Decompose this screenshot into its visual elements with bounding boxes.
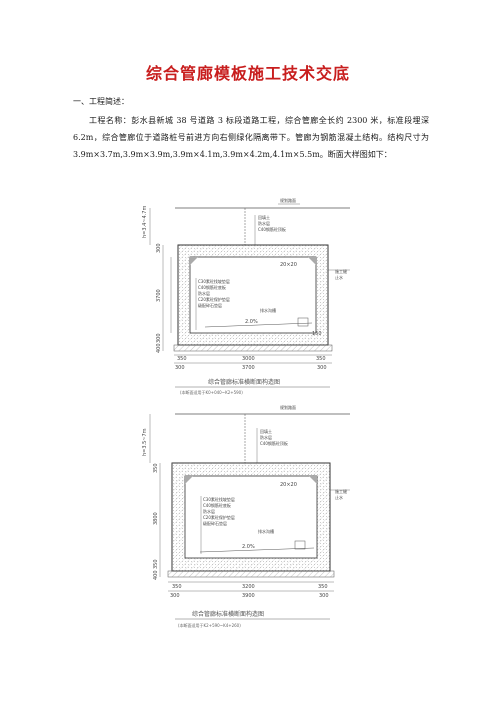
layer-label-top-3: C40钢筋砼顶板: [258, 226, 286, 232]
layer-label-top-3: C40钢筋砼顶板: [260, 440, 288, 446]
layer-label-bottom-4: C20素砼保护垫层: [203, 514, 235, 520]
layer-label-bottom-2: C40钢筋砼底板: [203, 502, 231, 508]
drain-label: 排水沟槽: [260, 307, 276, 313]
dim-bottom-outer-1: 300: [170, 593, 180, 599]
slope-label: 2.0%: [242, 544, 255, 550]
figure-2-subcaption: (本断面适用于K2+590~K4+260): [178, 622, 241, 628]
layer-label-bottom-4: C20素砼保护垫层: [198, 296, 230, 302]
slope-label: 2.0%: [245, 319, 258, 325]
layer-label-top-1: 回填土: [260, 428, 272, 434]
construction-joint-label: 施工缝: [335, 488, 347, 494]
document-title: 综合管廊模板施工技术交底: [145, 64, 350, 83]
dim-bottom-inner-1: 350: [172, 584, 182, 590]
drain-label: 排水沟槽: [258, 528, 274, 534]
dim-side-2: 3800: [153, 512, 159, 525]
layer-label-top-1: 回填土: [258, 214, 270, 220]
cross-section-figure-1: 规划路面 回填土 防水层 C40钢筋砼顶板 20×20 C30素砼找坡垫层 C4…: [130, 190, 370, 405]
dim-bottom-inner-2: 3200: [242, 584, 255, 590]
dim-bottom-outer-3: 300: [319, 593, 329, 599]
road-surface-label: 规划路面: [280, 404, 296, 410]
base-layer: [167, 570, 335, 578]
layer-label-bottom-1: C30素砼找坡垫层: [203, 496, 235, 502]
layer-label-bottom-5: 级配碎石垫层: [198, 302, 222, 308]
dim-bottom-outer-1: 300: [175, 365, 185, 371]
dim-150: 150: [312, 331, 322, 337]
dim-side-1: 350: [153, 463, 159, 473]
base-layer: [173, 344, 333, 352]
figure-2-caption: 综合管廊标准横断面构造图: [192, 610, 264, 618]
dim-bottom-inner-3: 350: [318, 584, 328, 590]
dim-bottom-outer-2: 3700: [242, 365, 255, 371]
dim-bottom-inner-2: 3000: [242, 356, 255, 362]
cross-section-figure-2: 规划路面 回填土 防水层 C40钢筋砼顶板 20×20 C30素砼找坡垫层 C4…: [130, 398, 370, 633]
layer-label-top-2: 防水层: [258, 220, 270, 226]
figure-1-subcaption: (本断面适用于K0+040~K2+590): [180, 389, 243, 395]
dim-side-4: 400: [153, 570, 159, 580]
culvert-inner-space: [189, 256, 317, 334]
layer-label-bottom-2: C40钢筋砼底板: [198, 284, 226, 290]
chamfer-label: 20×20: [280, 262, 297, 268]
chamfer-label: 20×20: [280, 482, 297, 488]
project-description: 工程名称：彭水县新城 38 号道路 3 标段道路工程，综合管廊全长约 2300 …: [73, 116, 429, 159]
construction-joint-label: 施工缝: [335, 268, 347, 274]
depth-label: h=3.5~7m: [142, 428, 148, 456]
dim-bottom-outer-3: 300: [317, 365, 327, 371]
dim-side-3: 300: [156, 333, 162, 343]
section-heading: 一、工程简述：: [73, 97, 129, 106]
dim-bottom-inner-3: 350: [316, 356, 326, 362]
dim-side-1: 300: [156, 243, 162, 253]
layer-label-bottom-3: 防水层: [198, 290, 210, 296]
layer-label-bottom-3: 防水层: [203, 508, 215, 514]
layer-label-bottom-5: 级配碎石垫层: [203, 520, 227, 526]
waterstop-label: 止水: [335, 494, 343, 500]
layer-label-top-2: 防水层: [260, 434, 272, 440]
dim-bottom-outer-2: 3900: [242, 593, 255, 599]
dim-bottom-inner-1: 350: [177, 356, 187, 362]
waterstop-label: 止水: [335, 274, 343, 280]
dim-side-4: 400: [156, 343, 162, 353]
figure-1-caption: 综合管廊标准横断面构造图: [208, 378, 280, 386]
layer-label-bottom-1: C30素砼找坡垫层: [198, 278, 230, 284]
depth-label: h=3.4~4.7m: [142, 206, 148, 238]
dim-side-2: 3700: [156, 289, 162, 302]
road-surface-label: 规划路面: [280, 197, 296, 203]
dim-side-3: 350: [153, 559, 159, 569]
